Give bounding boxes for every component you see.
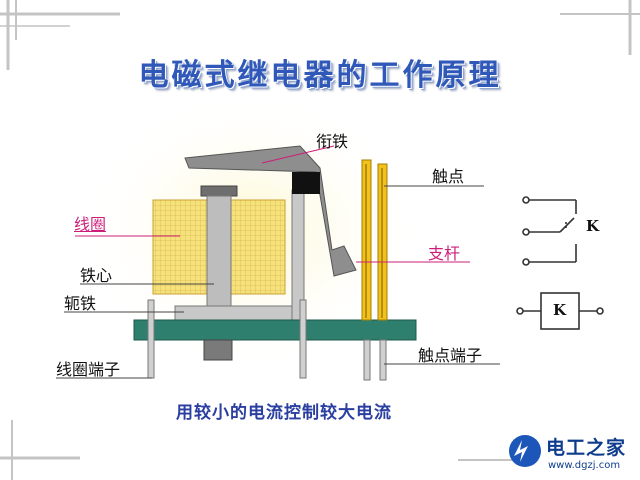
label-coil-terminal: 线圈端子 bbox=[56, 360, 121, 379]
label-yoke: 轭铁 bbox=[64, 294, 97, 313]
contact-terminal-pin bbox=[363, 339, 371, 381]
logo-url: www.dgzj.com bbox=[548, 460, 621, 471]
leader-armature bbox=[261, 145, 335, 164]
logo: 电工之家 www.dgzj.com bbox=[504, 430, 640, 480]
label-coil: 线圈 bbox=[74, 215, 107, 234]
contact-symbol bbox=[522, 196, 577, 266]
label-contact: 触点 bbox=[432, 167, 465, 186]
iron-core bbox=[206, 195, 232, 307]
symbol-box-label-k: K bbox=[553, 301, 567, 319]
subtitle: 用较小的电流控制较大电流 bbox=[176, 403, 392, 423]
armature-pivot bbox=[292, 172, 320, 194]
label-contact-terminal: 触点端子 bbox=[418, 346, 483, 365]
logo-badge-icon bbox=[509, 435, 541, 467]
iron-core-head bbox=[200, 185, 238, 197]
symbol-label-k: K bbox=[586, 217, 600, 235]
coil-terminal-pin bbox=[299, 299, 307, 379]
core-bolt bbox=[203, 339, 233, 361]
coil-symbol bbox=[516, 292, 604, 330]
label-support-rod: 支杆 bbox=[428, 244, 461, 263]
label-armature: 衔铁 bbox=[316, 132, 349, 151]
contact-terminal-pin bbox=[379, 339, 387, 381]
yoke-bar bbox=[174, 305, 304, 321]
label-core: 铁心 bbox=[80, 266, 113, 285]
page-title: 电磁式继电器的工作原理 bbox=[138, 58, 502, 93]
base-plate bbox=[133, 319, 417, 341]
armature bbox=[184, 145, 357, 277]
logo-name: 电工之家 bbox=[546, 437, 627, 459]
